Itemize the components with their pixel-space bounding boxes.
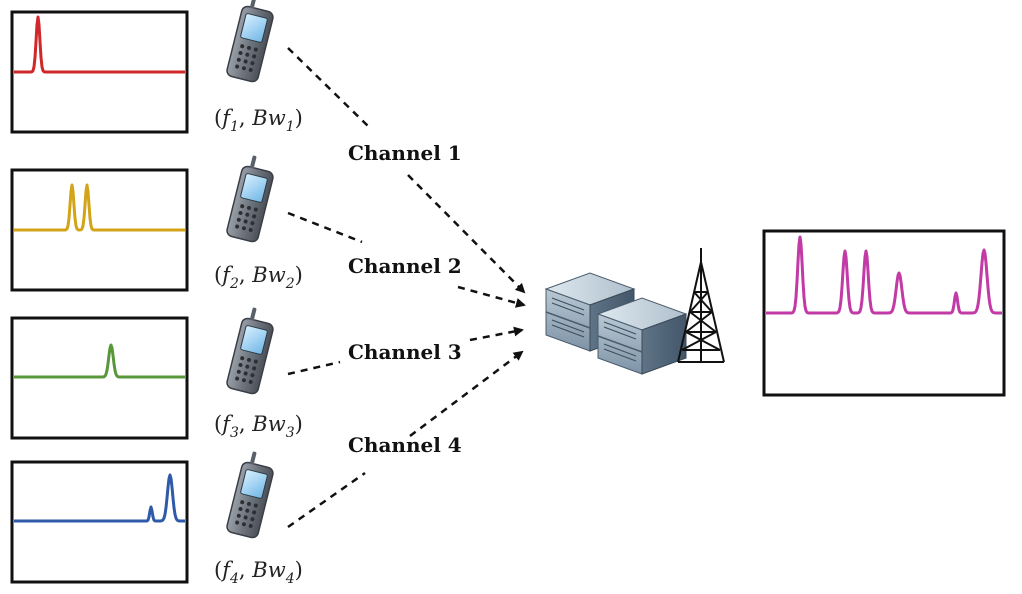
spectrum-panel-1 [10, 10, 189, 134]
channel-arrow-1 [287, 47, 524, 292]
channel-label-2: Channel 2 [348, 254, 462, 278]
spectrum-panel-3 [10, 316, 189, 440]
spectrum-trace-2 [13, 183, 186, 232]
mobile-phone-icon [226, 0, 274, 83]
spectrum-trace-4 [13, 473, 186, 523]
channel-label-4: Channel 4 [348, 433, 462, 457]
user-label-2: (f2, Bw2) [214, 263, 303, 292]
user-label-4: (f4, Bw4) [214, 558, 303, 587]
mobile-phone-icon [226, 307, 274, 395]
channel-arrow-2 [287, 211, 524, 305]
channel-arrows [287, 47, 524, 529]
spectrum-trace-1 [13, 15, 186, 74]
spectrum-trace-3 [13, 343, 186, 379]
channel-arrow-4 [287, 352, 522, 529]
user-label-3: (f3, Bw3) [214, 412, 303, 441]
spectrum-panel-2 [10, 168, 189, 292]
channel-label-3: Channel 3 [348, 340, 462, 364]
server-rack-icon [544, 272, 688, 375]
antenna-tower-icon [677, 248, 725, 363]
mobile-phone-icon [226, 451, 274, 539]
channel-label-1: Channel 1 [348, 141, 462, 165]
combined-spectrum-panel [762, 229, 1006, 397]
spectrum-panel-4 [10, 460, 189, 584]
channel-arrow-3 [287, 330, 522, 376]
mobile-phone-icon [226, 155, 274, 243]
combined-spectrum-trace [765, 235, 1003, 315]
user-label-1: (f1, Bw1) [214, 106, 303, 135]
